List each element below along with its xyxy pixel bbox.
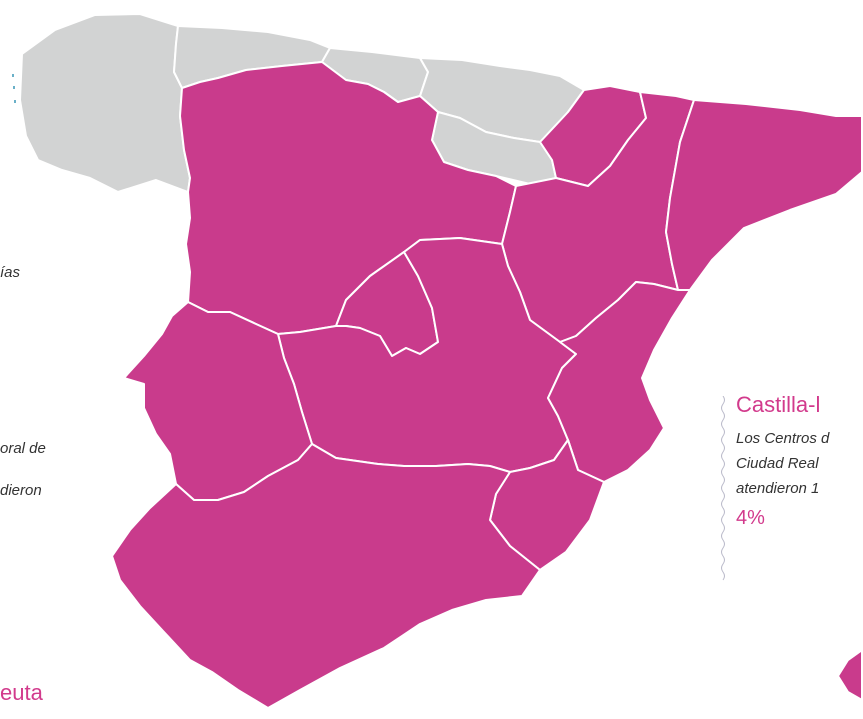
callout-percent: 4%: [736, 507, 765, 529]
callout-line: Los Centros d: [736, 430, 830, 447]
region-galicia[interactable]: [19, 13, 191, 193]
coast-dots: [12, 74, 16, 103]
callout-divider: [721, 396, 725, 581]
left-text-fragment: dieron: [0, 482, 42, 499]
left-text-fragment: ías: [0, 264, 21, 281]
region-baleares[interactable]: [837, 649, 863, 701]
region-valencia[interactable]: [547, 281, 691, 483]
callout-line: Ciudad Real: [736, 455, 819, 472]
bottom-left-region-label: euta: [0, 680, 43, 705]
callout-title: Castilla-l: [736, 392, 821, 417]
region-cataluna[interactable]: [665, 99, 863, 291]
callout-line: atendieron 1: [736, 480, 820, 497]
left-text-fragment: oral de: [0, 440, 46, 457]
region-callout: Castilla-l Los Centros d Ciudad Real ate…: [720, 392, 830, 581]
region-andalucia[interactable]: [111, 443, 541, 709]
